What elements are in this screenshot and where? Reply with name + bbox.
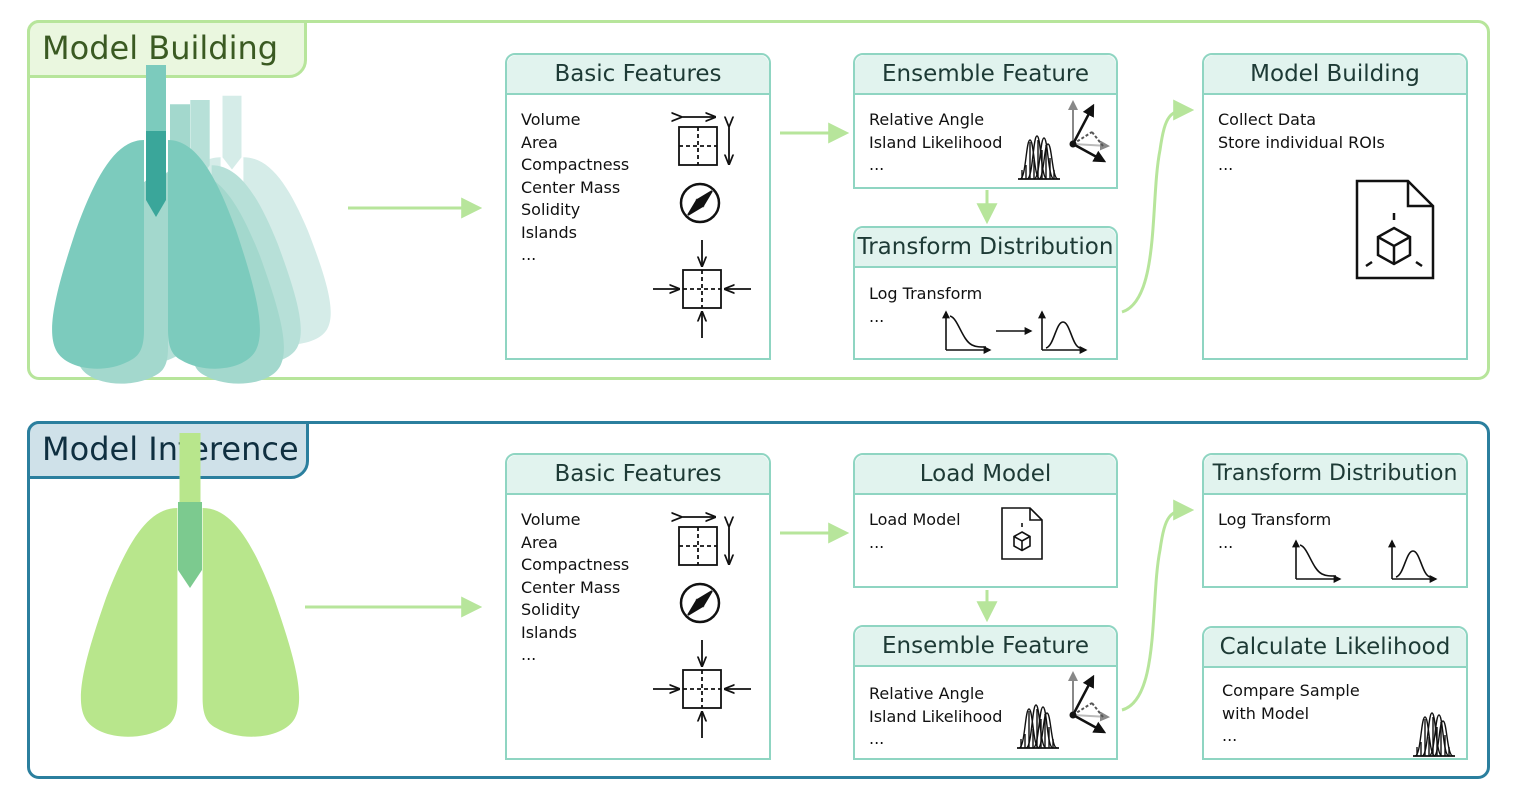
collect-data: Collect Data bbox=[1218, 110, 1317, 129]
load-model-title: Load Model bbox=[855, 455, 1116, 495]
inf-ensemble-relative-angle: Relative Angle bbox=[869, 684, 985, 703]
load-model-item: Load Model bbox=[869, 510, 961, 529]
feature-volume: Volume bbox=[521, 110, 581, 129]
transform-log: Log Transform bbox=[869, 284, 983, 303]
inf-feature-area: Area bbox=[521, 532, 558, 552]
gaussian-mixture-icon bbox=[1018, 135, 1060, 180]
ensemble-island-likelihood: Island Likelihood bbox=[869, 132, 1003, 152]
calculate-likelihood-title: Calculate Likelihood bbox=[1204, 628, 1466, 668]
lungs-icon bbox=[80, 433, 300, 737]
inference-ensemble-feature-title: Ensemble Feature bbox=[855, 627, 1116, 667]
inf-transform-log: Log Transform bbox=[1218, 510, 1332, 529]
store-rois: Store individual ROIs bbox=[1218, 132, 1385, 152]
transform-ellipsis: ... bbox=[869, 306, 885, 326]
model-inference-panel: Model Inference bbox=[27, 421, 1490, 779]
model-building-title: Model Building bbox=[27, 20, 307, 78]
model-building-box-title: Model Building bbox=[1204, 55, 1466, 95]
basic-features-title: Basic Features bbox=[507, 55, 769, 95]
basic-features-box: Basic Features Volume Area Compactness C… bbox=[505, 53, 771, 360]
calculate-ellipsis: ... bbox=[1222, 726, 1238, 745]
decay-curve-icon bbox=[942, 310, 992, 354]
inference-basic-features-box: Basic Features Volume Area Compactness C… bbox=[505, 453, 771, 760]
basic-feature-icons bbox=[653, 117, 751, 338]
compass-icon bbox=[679, 182, 721, 224]
feature-area: Area bbox=[521, 132, 558, 152]
ensemble-feature-title: Ensemble Feature bbox=[855, 55, 1116, 95]
angle-axes-icon bbox=[1068, 100, 1110, 163]
model-building-ellipsis: ... bbox=[1218, 155, 1234, 174]
transform-distribution-title: Transform Distribution bbox=[855, 228, 1116, 268]
ensemble-ellipsis: ... bbox=[869, 155, 885, 174]
inference-ensemble-feature-box: Ensemble Feature Relative Angle Island L… bbox=[853, 625, 1118, 760]
flow-arrow-icon bbox=[348, 99, 1195, 314]
lungs-stack-icon bbox=[52, 65, 331, 384]
with-model: with Model bbox=[1222, 703, 1310, 723]
transform-distribution-box: Transform Distribution Log Transform ... bbox=[853, 226, 1118, 360]
model-inference-title: Model Inference bbox=[27, 421, 309, 479]
center-mass-icon bbox=[653, 240, 751, 338]
feature-center-mass: Center Mass bbox=[521, 177, 621, 197]
inf-feature-islands: Islands bbox=[521, 622, 577, 642]
compare-sample: Compare Sample bbox=[1222, 681, 1360, 700]
feature-islands: Islands bbox=[521, 222, 577, 242]
inf-ensemble-island-likelihood: Island Likelihood bbox=[869, 706, 1003, 726]
load-model-box: Load Model Load Model ... bbox=[853, 453, 1118, 588]
inf-feature-compactness: Compactness bbox=[521, 555, 630, 574]
extent-icon bbox=[679, 117, 729, 166]
ensemble-relative-angle: Relative Angle bbox=[869, 110, 985, 129]
inference-transform-distribution-title: Transform Distribution bbox=[1204, 455, 1466, 495]
flow-arrow-icon bbox=[305, 499, 1195, 712]
inf-feature-ellipsis: ... bbox=[521, 645, 537, 664]
inference-basic-features-title: Basic Features bbox=[507, 455, 769, 495]
feature-compactness: Compactness bbox=[521, 155, 630, 174]
bell-curve-icon bbox=[1038, 310, 1088, 354]
inf-ensemble-ellipsis: ... bbox=[869, 729, 885, 748]
feature-ellipsis: ... bbox=[521, 245, 537, 264]
inf-feature-volume: Volume bbox=[521, 510, 581, 529]
inf-feature-center-mass: Center Mass bbox=[521, 577, 621, 597]
inf-feature-solidity: Solidity bbox=[521, 600, 581, 619]
feature-solidity: Solidity bbox=[521, 200, 581, 219]
model-file-icon bbox=[1355, 179, 1435, 280]
model-file-icon bbox=[1001, 507, 1043, 560]
inference-transform-distribution-box: Transform Distribution Log Transform ... bbox=[1202, 453, 1468, 588]
inf-transform-ellipsis: ... bbox=[1218, 532, 1234, 552]
calculate-likelihood-box: Calculate Likelihood Compare Sample with… bbox=[1202, 626, 1468, 760]
model-building-panel: Model Building bbox=[27, 20, 1490, 380]
load-model-ellipsis: ... bbox=[869, 532, 885, 552]
